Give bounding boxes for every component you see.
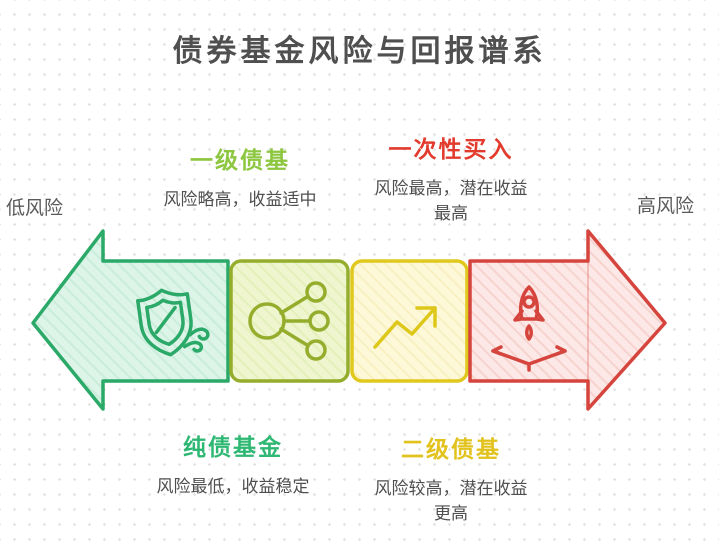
lump-sum-desc-line1: 风险最高，潜在收益	[374, 179, 528, 198]
page-title: 债券基金风险与回报谱系	[172, 35, 547, 68]
tier1-bond-heading: 一级债基	[190, 147, 290, 173]
annotation-pure-bond: 纯债基金 风险最低，收益稳定	[133, 428, 333, 500]
rocket-launch-icon	[491, 285, 567, 372]
lump-sum-desc-line2: 最高	[434, 203, 468, 223]
arrow-segment-pure-bond	[31, 229, 230, 411]
arrow-segment-lump-sum	[468, 229, 667, 411]
risk-spectrum-arrow	[31, 229, 667, 411]
tier2-bond-desc-line2: 更高	[434, 503, 468, 523]
annotation-lump-sum: 一次性买入 风险最高，潜在收益 最高	[356, 130, 546, 226]
trend-up-icon	[373, 306, 437, 349]
shield-wind-icon	[136, 288, 210, 357]
annotation-tier2-bond: 二级债基 风险较高，潜在收益 更高	[356, 430, 546, 526]
tier2-bond-desc-line1: 风险较高，潜在收益	[374, 479, 528, 498]
network-branch-icon	[248, 281, 330, 361]
tier2-bond-heading: 二级债基	[401, 436, 501, 462]
risk-axis-high-label: 高风险	[636, 196, 694, 217]
annotation-tier1-bond: 一级债基 风险略高，收益适中	[140, 141, 340, 213]
risk-axis-low-label: 低风险	[6, 198, 64, 219]
pure-bond-desc-line1: 风险最低，收益稳定	[156, 477, 310, 496]
tier1-bond-desc-line1: 风险略高，收益适中	[163, 190, 317, 209]
arrow-segment-tier2-bond	[350, 259, 469, 383]
lump-sum-heading: 一次性买入	[388, 136, 514, 162]
pure-bond-heading: 纯债基金	[183, 434, 283, 460]
